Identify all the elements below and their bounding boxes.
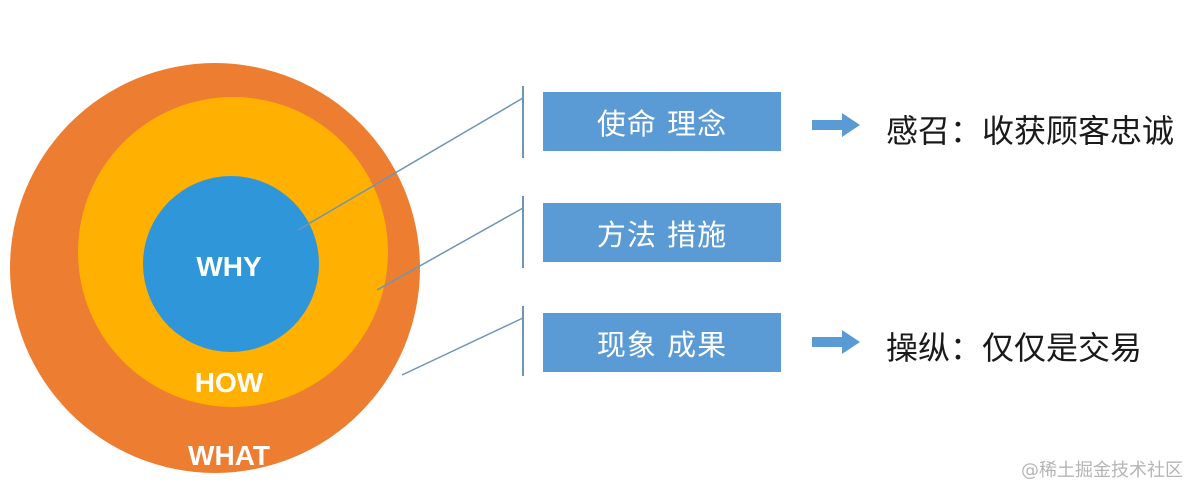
how-label: HOW — [195, 367, 264, 398]
manipulate-result-text: 操纵：仅仅是交易 — [886, 329, 1143, 367]
result-box-label: 现象 成果 — [596, 327, 728, 362]
connector-why — [297, 97, 524, 231]
what-label: WHAT — [188, 440, 270, 471]
right-arrow-icon — [812, 113, 860, 137]
method-box: 方法 措施 — [543, 203, 781, 262]
result-box: 现象 成果 — [543, 313, 781, 372]
why-label: WHY — [196, 251, 262, 282]
purpose-box-label: 使命 理念 — [596, 106, 728, 141]
inspire-result-text: 感召：收获顾客忠诚 — [886, 112, 1175, 150]
connector-what — [401, 317, 524, 376]
watermark: @稀土掘金技术社区 — [1021, 460, 1183, 481]
purpose-box: 使命 理念 — [543, 92, 781, 151]
why-circle — [143, 176, 319, 352]
connector-how — [376, 207, 524, 291]
right-arrow-icon — [812, 330, 860, 354]
method-box-label: 方法 措施 — [596, 217, 728, 252]
